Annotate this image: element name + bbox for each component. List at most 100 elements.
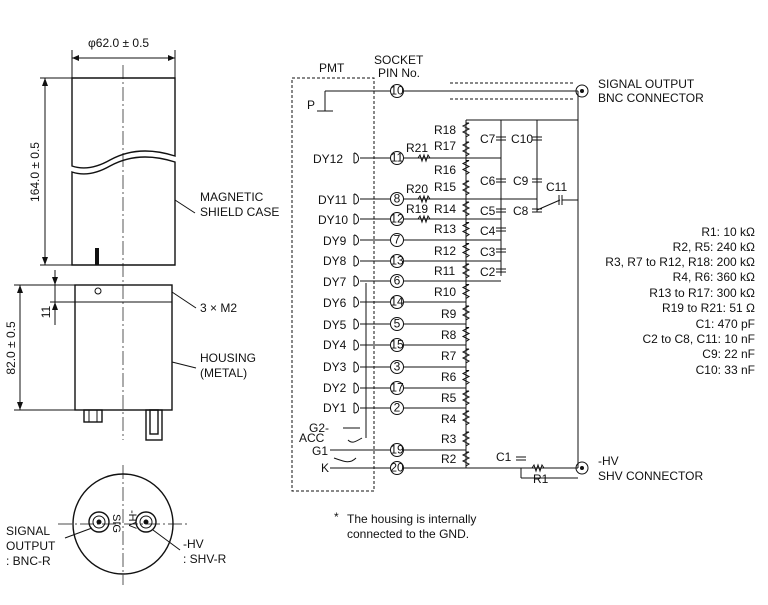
- housing-body: [74, 284, 173, 411]
- note-star: *: [334, 510, 339, 524]
- resistor-label: R14: [434, 202, 456, 216]
- resistor-label: R2: [441, 452, 457, 466]
- pin-number: 6: [394, 274, 401, 288]
- screw-label: 3 × M2: [200, 301, 237, 315]
- hv-output-connector: SHV CONNECTOR: [598, 469, 703, 483]
- resistor-label: R7: [441, 349, 457, 363]
- pmt-label: PMT: [319, 61, 345, 75]
- value-line: R4, R6: 360 kΩ: [673, 270, 755, 284]
- dynode-dy7: DY7: [323, 275, 347, 289]
- hv-base-label-2: : SHV-R: [183, 552, 227, 566]
- resistor-label: R17: [434, 139, 456, 153]
- shield-case-upper: [71, 77, 176, 169]
- shield-case-lower: [71, 156, 176, 266]
- pin-number: 17: [390, 381, 404, 395]
- hv-base-label-1: -HV: [183, 537, 204, 551]
- resistor-label: R4: [441, 412, 457, 426]
- dynode-dy9: DY9: [323, 234, 347, 248]
- dynode-dy10: DY10: [318, 213, 348, 227]
- shield-label-2: SHIELD CASE: [200, 205, 279, 219]
- dynode-dy1: DY1: [323, 401, 347, 415]
- capacitor-label: C7: [480, 132, 496, 146]
- acc-label: ACC: [299, 431, 325, 445]
- pin-number: 11: [391, 151, 404, 165]
- base-sig-label: SIG: [110, 514, 122, 533]
- pin-number: 14: [390, 295, 404, 309]
- note-line-1: The housing is internally: [347, 512, 476, 526]
- signal-output-title: SIGNAL OUTPUT: [598, 77, 695, 91]
- signal-output-label-1: SIGNAL: [6, 524, 50, 538]
- resistor-label: R1: [533, 472, 549, 486]
- shv-out-connector-icon: [575, 461, 589, 475]
- capacitor-label: C6: [480, 174, 496, 188]
- resistor-label: R19: [406, 202, 428, 216]
- capacitor-label: C5: [480, 204, 496, 218]
- resistor-label: R9: [441, 307, 457, 321]
- resistor-label: R13: [434, 222, 456, 236]
- g1-label: G1: [312, 444, 328, 458]
- dynode-dy2: DY2: [323, 381, 347, 395]
- value-line: R19 to R21: 51 Ω: [662, 301, 755, 315]
- signal-output-label-3: : BNC-R: [6, 554, 51, 568]
- value-line: C9: 22 nF: [702, 347, 755, 361]
- resistor-label: R3: [441, 432, 457, 446]
- dynode-dy11: DY11: [318, 193, 347, 207]
- component-values: R1: 10 kΩ R2, R5: 240 kΩ R3, R7 to R12, …: [605, 225, 755, 377]
- value-line: R13 to R17: 300 kΩ: [649, 286, 755, 300]
- capacitor-label: C11: [546, 180, 567, 194]
- resistor-label: R12: [434, 244, 456, 258]
- g2-label: G2-: [309, 421, 329, 435]
- capacitor-label: C4: [480, 224, 496, 238]
- length-dimension: 164.0 ± 0.5: [28, 142, 42, 202]
- housing-label-2: (METAL): [200, 366, 247, 380]
- pin-number: 5: [394, 317, 401, 331]
- resistor-label: R8: [441, 328, 457, 342]
- dynode-dy4: DY4: [323, 338, 347, 352]
- socket-label-1: SOCKET: [374, 53, 424, 67]
- dynode-dy8: DY8: [323, 254, 347, 268]
- pin-number: 2: [394, 401, 401, 415]
- value-line: R3, R7 to R12, R18: 200 kΩ: [605, 255, 755, 269]
- housing-height-dimension: 82.0 ± 0.5: [4, 321, 18, 375]
- resistor-label: R5: [441, 391, 457, 405]
- base-hv-label: -HV: [126, 510, 138, 530]
- dynode-dy3: DY3: [323, 360, 347, 374]
- capacitor-label: C1: [496, 450, 512, 464]
- k-label: K: [321, 461, 329, 475]
- bnc-out-connector-icon: [575, 84, 589, 98]
- capacitor-label: C9: [513, 174, 529, 188]
- pin-number: 20: [390, 461, 404, 475]
- diameter-dimension: φ62.0 ± 0.5: [88, 36, 149, 50]
- dynode-dy5: DY5: [323, 318, 347, 332]
- resistor-label: R11: [434, 264, 455, 278]
- pin-number: 19: [390, 443, 404, 457]
- bnc-connector-icon: [88, 511, 110, 533]
- value-line: R1: 10 kΩ: [701, 225, 755, 239]
- divider-circuit: PMT SOCKET PIN No. P DY12 DY11 DY10 DY9 …: [291, 53, 704, 492]
- capacitor-label: C10: [511, 132, 533, 146]
- mechanical-drawing: φ62.0 ± 0.5 164.0 ± 0.5 MAGNETIC SHIELD …: [4, 36, 279, 585]
- signal-output-label-2: OUTPUT: [6, 539, 56, 553]
- dynode-dy6: DY6: [323, 296, 347, 310]
- socket-label-2: PIN No.: [378, 66, 420, 80]
- pin-number: 10: [390, 84, 404, 98]
- pin-number: 13: [390, 254, 404, 268]
- resistor-label: R6: [441, 370, 457, 384]
- resistor-label: R16: [434, 163, 456, 177]
- resistor-label: R15: [434, 180, 456, 194]
- dynode-dy12: DY12: [313, 152, 343, 166]
- resistor-label: R20: [406, 182, 428, 196]
- value-line: C1: 470 pF: [696, 317, 755, 331]
- note-line-2: connected to the GND.: [347, 527, 469, 541]
- plate-label: P: [307, 98, 315, 112]
- shv-connector-icon: [135, 511, 157, 533]
- pin-number: 15: [390, 338, 404, 352]
- value-line: C10: 33 nF: [696, 363, 755, 377]
- pin-number: 12: [390, 212, 404, 226]
- capacitor-label: C8: [513, 204, 529, 218]
- pmt-box: [291, 77, 375, 492]
- resistor-label: R18: [434, 123, 456, 137]
- capacitor-label: C3: [480, 245, 496, 259]
- pin-number: 7: [394, 233, 401, 247]
